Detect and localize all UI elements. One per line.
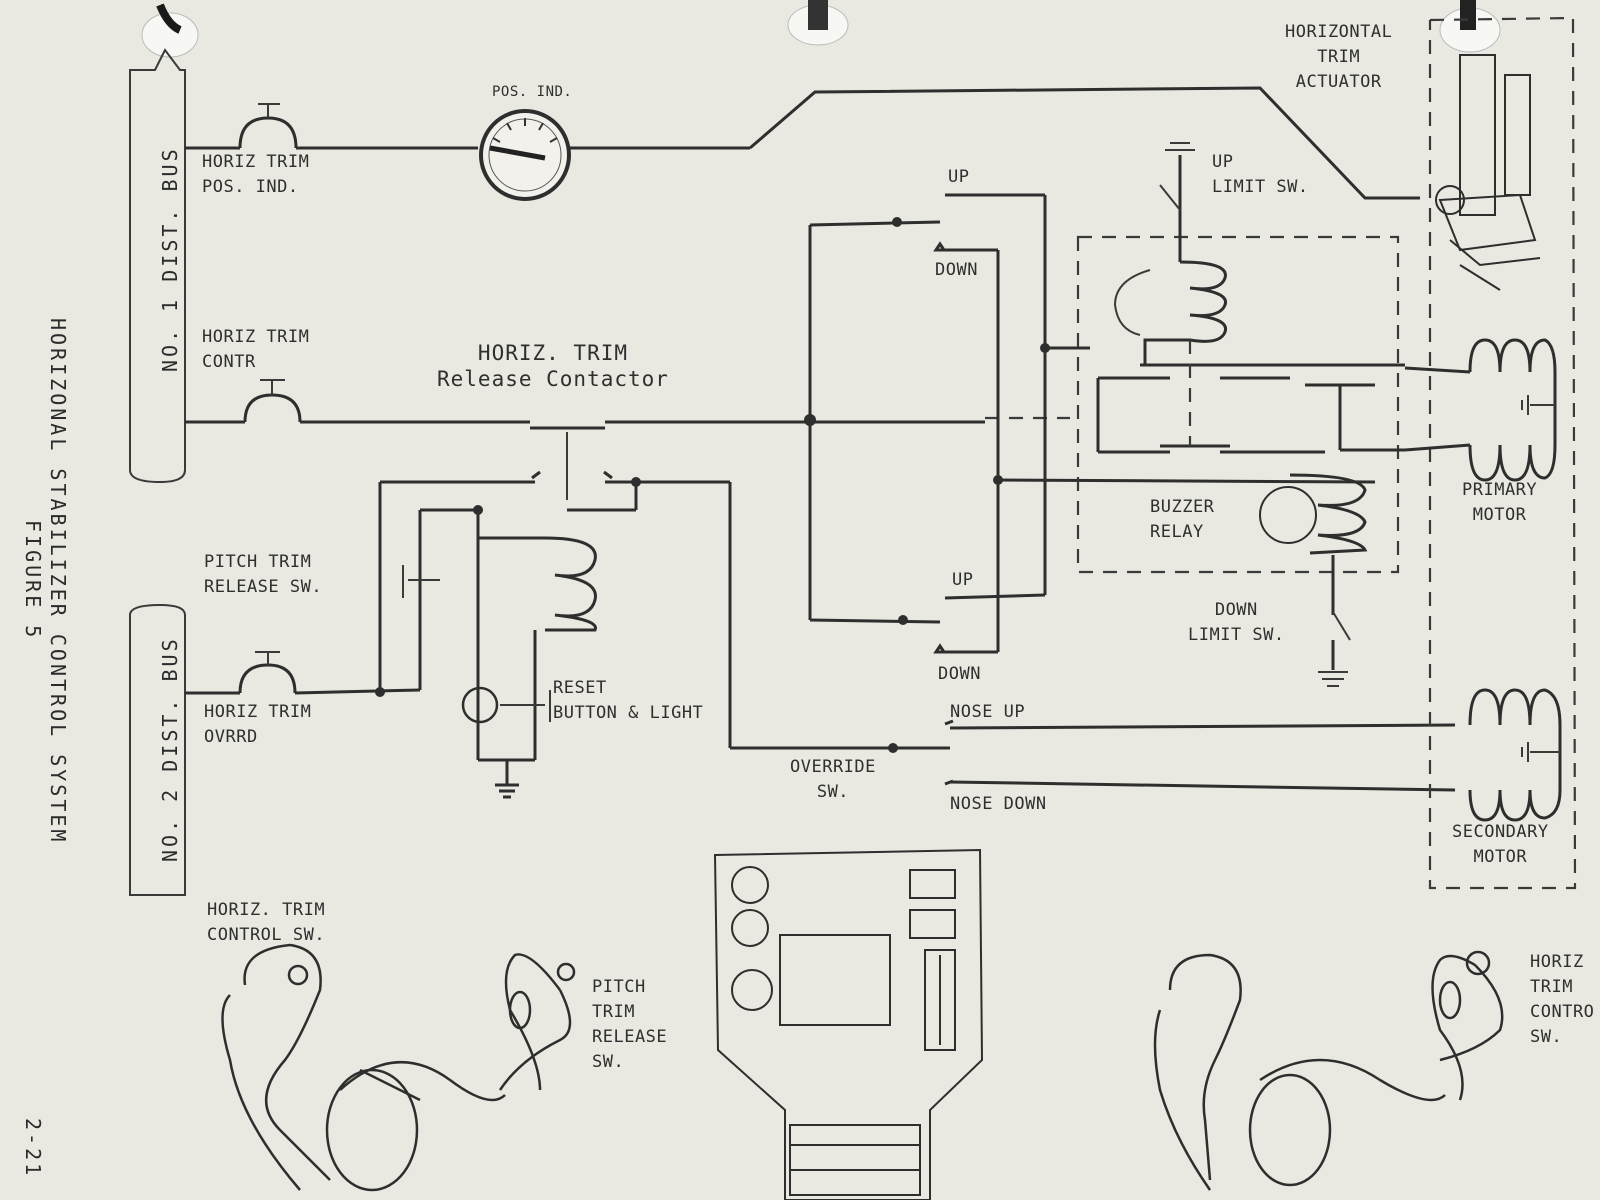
figure-title: HORIZONAL STABILIZER CONTROL SYSTEM xyxy=(46,318,70,845)
primary-motor-icon xyxy=(1404,338,1557,482)
nose-up-label: NOSE UP xyxy=(950,702,1026,722)
control-sw-right-label: HORIZ TRIM CONTRO SW. xyxy=(1530,952,1595,1047)
ovrrd-circuit xyxy=(185,482,551,724)
contr-circuit xyxy=(185,379,1070,500)
nose-down-label: NOSE DOWN xyxy=(950,794,1047,814)
buzzer-relay-label: BUZZER RELAY xyxy=(1150,497,1215,542)
throttle-quadrant-console-icon xyxy=(713,848,984,1200)
control-sw-left-label: HORIZ. TRIM CONTROL SW. xyxy=(207,900,326,945)
actuator-box xyxy=(1428,16,1577,890)
up-limit-label: UP LIMIT SW. xyxy=(1212,152,1309,197)
pos-ind-circuit xyxy=(185,86,1420,200)
bus1-outline xyxy=(129,48,186,484)
pitch-release-yoke-label: PITCH TRIM RELEASE SW. xyxy=(592,977,668,1072)
down-label-2: DOWN xyxy=(938,664,981,684)
release-contactor-label: HORIZ. TRIM Release Contactor xyxy=(437,341,669,391)
primary-motor-label: PRIMARY MOTOR xyxy=(1462,480,1538,525)
cb-pos-ind-label: HORIZ TRIM POS. IND. xyxy=(202,152,310,197)
cb-ovrrd-label: HORIZ TRIM OVRRD xyxy=(204,702,312,747)
bus1-label: NO. 1 DIST. BUS xyxy=(158,146,182,372)
secondary-motor-label: SECONDARY MOTOR xyxy=(1452,822,1549,867)
binder-holes xyxy=(141,0,1501,58)
control-yoke-icon xyxy=(221,943,576,1192)
figure-number: FIGURE 5 xyxy=(21,520,45,641)
reset-button-label: RESET BUTTON & LIGHT xyxy=(553,678,704,723)
gauge-label: POS. IND. xyxy=(492,84,573,100)
pitch-trim-release-label: PITCH TRIM RELEASE SW. xyxy=(204,552,323,597)
down-label-1: DOWN xyxy=(935,260,978,280)
bus2-outline xyxy=(129,603,186,896)
trim-actuator-label: HORIZONTAL TRIM ACTUATOR xyxy=(1285,22,1393,92)
up-label-2: UP xyxy=(952,570,974,590)
bus2-label: NO. 2 DIST. BUS xyxy=(158,636,182,862)
position-indicator-gauge-icon xyxy=(479,109,571,201)
up-label-1: UP xyxy=(948,167,970,187)
override-circuit xyxy=(728,482,1456,792)
control-switch-circuits xyxy=(808,193,1376,654)
control-yoke-icon-right xyxy=(1153,950,1504,1191)
secondary-motor-icon xyxy=(1468,688,1562,822)
page-number: 2-21 xyxy=(21,1118,45,1179)
release-contactor-coil xyxy=(402,477,641,799)
buzzer-relay-box xyxy=(1076,142,1405,687)
cb-contr-label: HORIZ TRIM CONTR xyxy=(202,327,310,372)
override-sw-label: OVERRIDE SW. xyxy=(790,757,876,802)
down-limit-label: DOWN LIMIT SW. xyxy=(1188,600,1285,645)
